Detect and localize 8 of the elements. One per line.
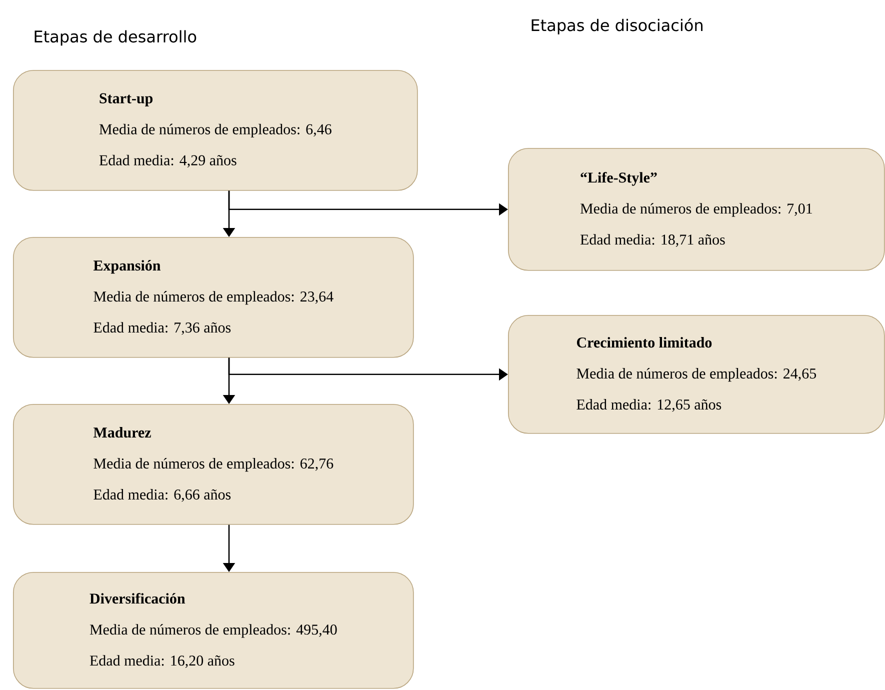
- stage-box: Madurez Media de números de empleados: 62,76 Edad media: 6,66 años: [13, 404, 414, 525]
- stage-box: “Life-Style” Media de números de empleados: 7,01 Edad media: 18,71 años: [508, 148, 885, 271]
- column-heading: Etapas de desarrollo: [34, 30, 196, 46]
- column-heading: Etapas de disociación: [532, 18, 702, 34]
- stage-box: Diversificación Media de números de empleados: 495,40 Edad media: 16,20 años: [13, 572, 414, 689]
- stage-box: Start-up Media de números de empleados: 6,46 Edad media: 4,29 años: [13, 70, 418, 191]
- stage-box: Expansión Media de números de empleados: 23,64 Edad media: 7,36 años: [13, 237, 414, 358]
- stage-box: Crecimiento limitado Media de números de empleados: 24,65 Edad media: 12,65 años: [508, 315, 885, 434]
